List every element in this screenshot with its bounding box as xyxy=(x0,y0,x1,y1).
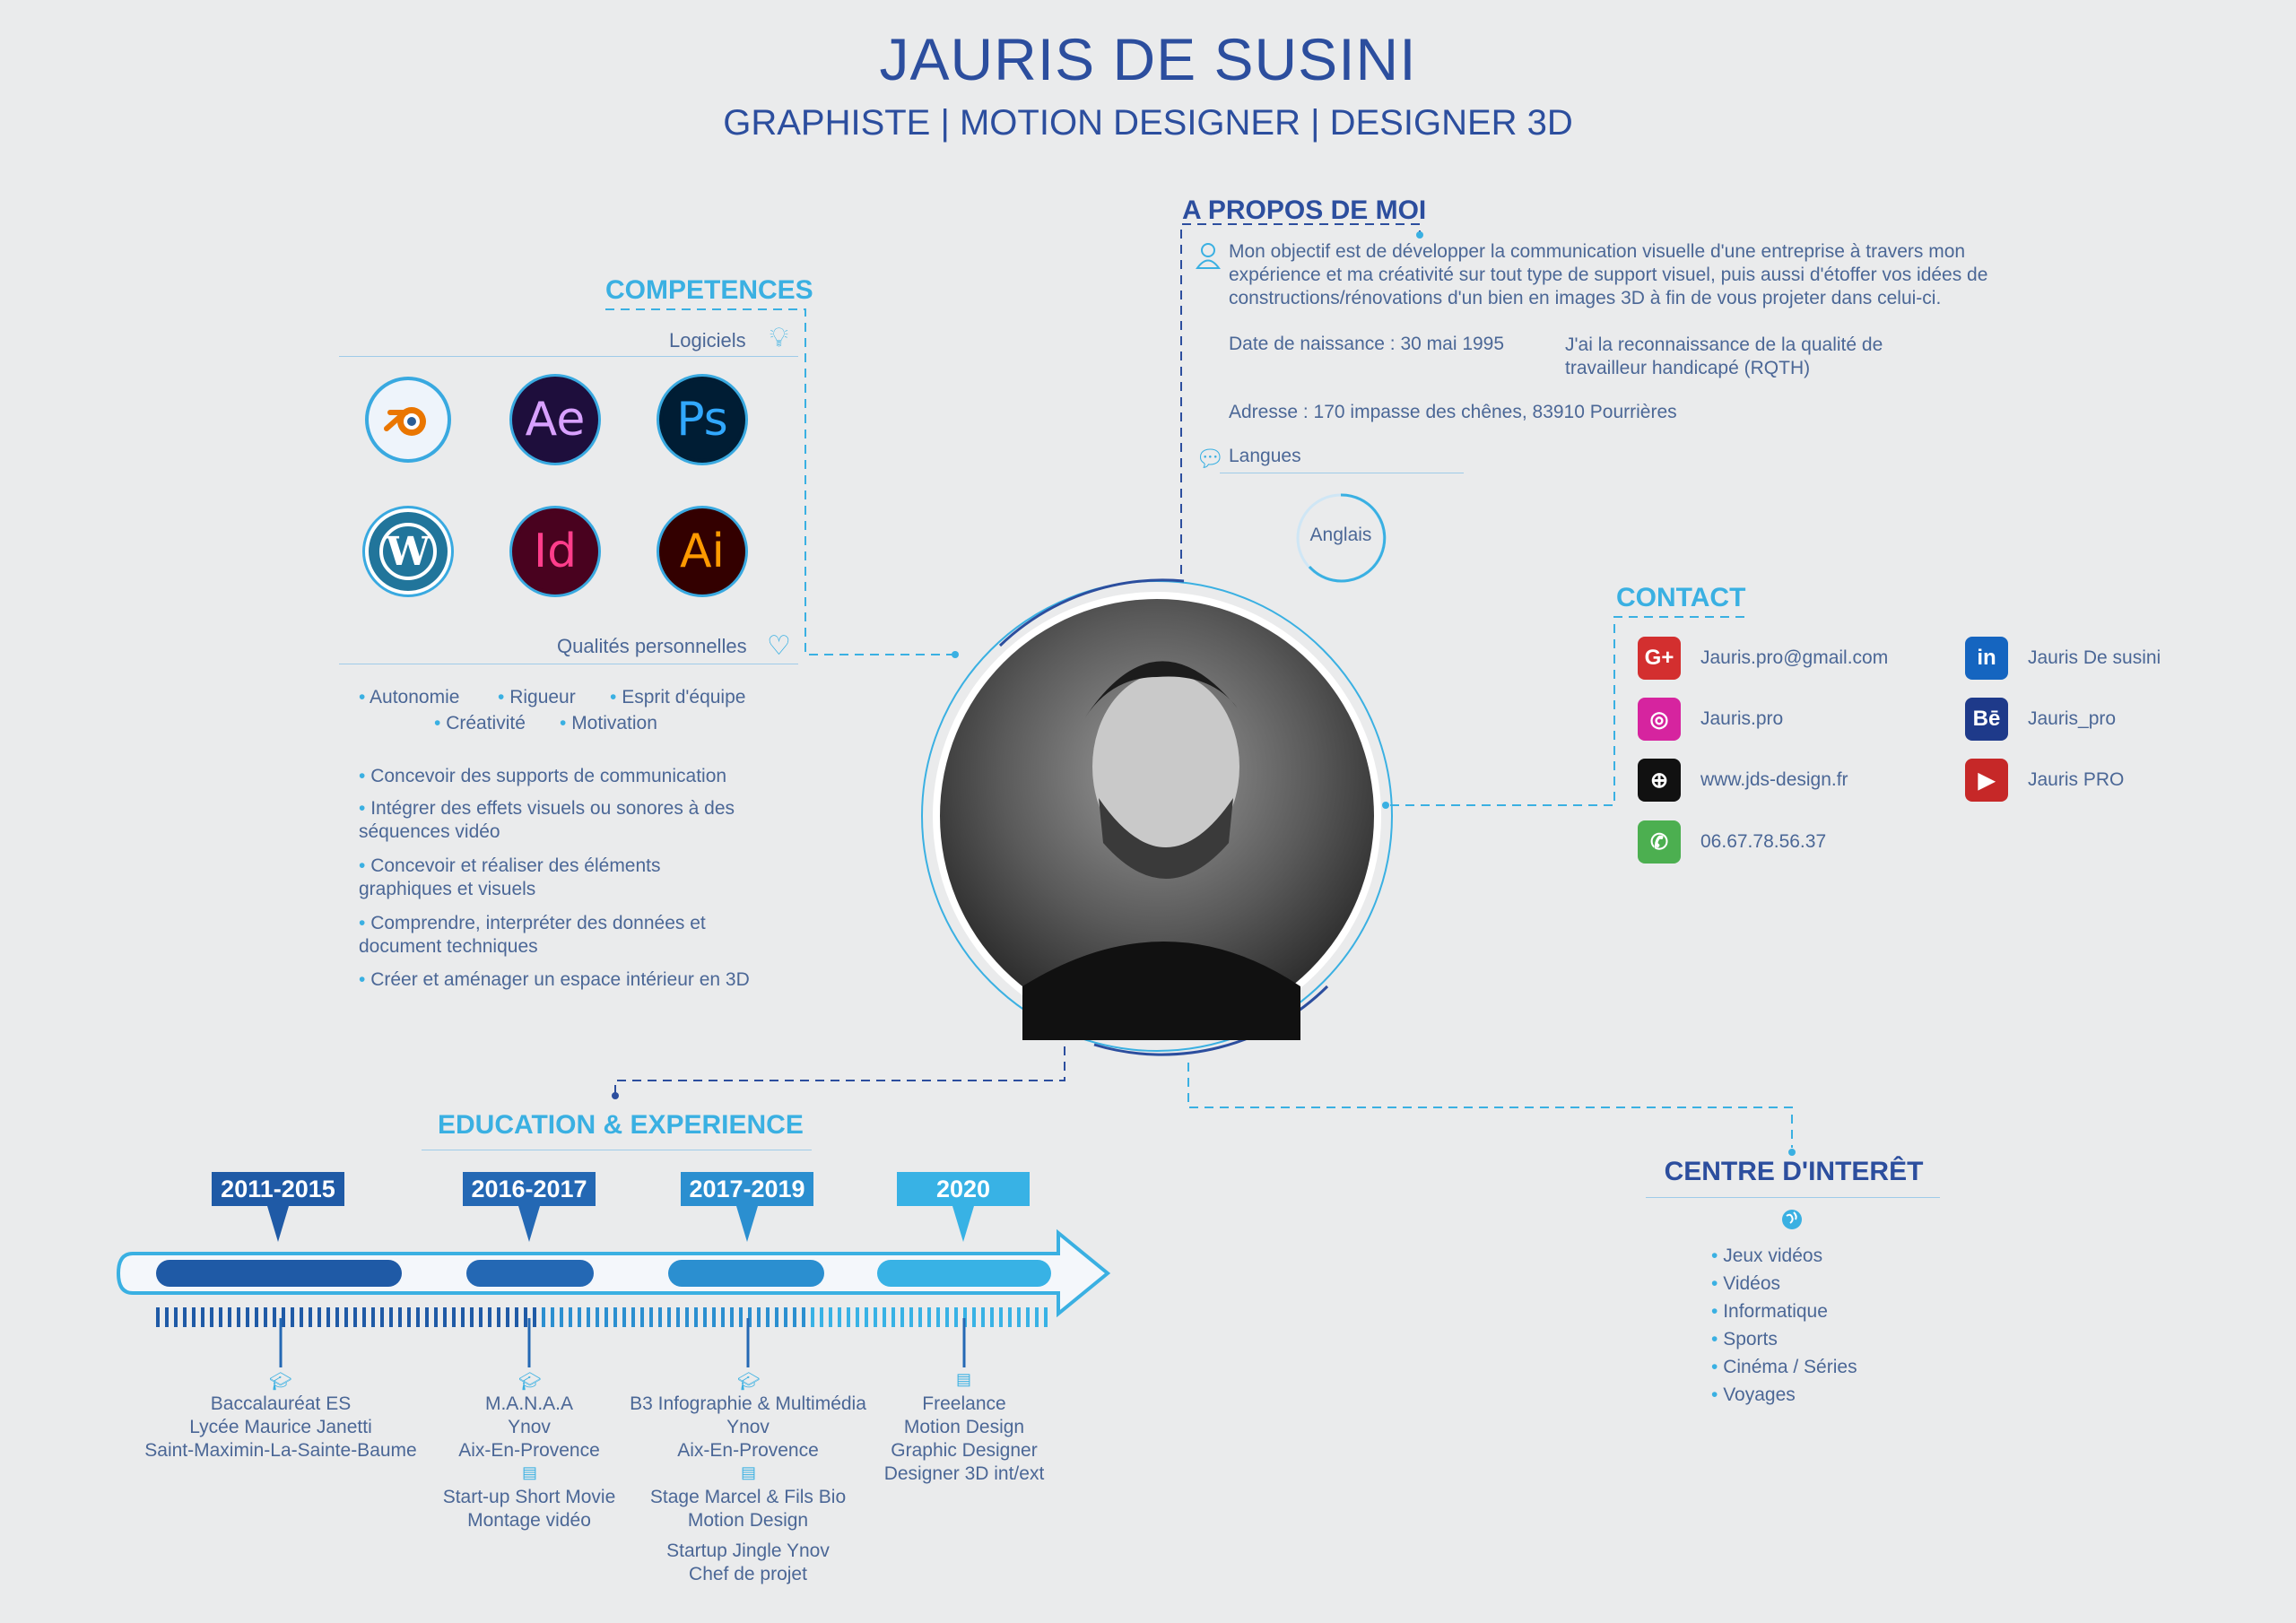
after-effects-icon: Ae xyxy=(512,377,598,463)
about-title: A PROPOS DE MOI xyxy=(1182,195,1427,225)
google-plus-icon[interactable]: G+ xyxy=(1638,637,1681,680)
year-label: 2011-2015 xyxy=(212,1172,344,1206)
skill-item: Créer et aménager un espace intérieur en… xyxy=(359,968,789,992)
page-subtitle: GRAPHISTE | MOTION DESIGNER | DESIGNER 3… xyxy=(723,103,1573,143)
year-label: 2020 xyxy=(897,1172,1030,1206)
timeline-bar xyxy=(877,1260,1051,1287)
rqth-text: J'ai la reconnaissance de la qualité de … xyxy=(1565,334,1883,378)
birth-date: Date de naissance : 30 mai 1995 xyxy=(1229,334,1505,354)
qualite-item: Autonomie xyxy=(359,686,459,709)
wordpress-icon: W xyxy=(365,508,451,595)
timeline-bar xyxy=(668,1260,824,1287)
year-label: 2017-2019 xyxy=(681,1172,813,1206)
lightbulb-icon: 💡︎ xyxy=(770,323,788,352)
globe-icon xyxy=(1781,1209,1803,1230)
graduation-cap-icon: 🎓︎ xyxy=(737,1372,761,1392)
interests-title: CENTRE D'INTERÊT xyxy=(1664,1157,1924,1186)
skill-item: Concevoir et réaliser des éléments graph… xyxy=(359,855,718,901)
qualite-item: Créativité xyxy=(434,712,526,735)
skill-item: Intégrer des effets visuels ou sonores à… xyxy=(359,797,771,844)
page-title: JAURIS DE SUSINI xyxy=(879,26,1417,92)
instagram-icon[interactable]: ◎ xyxy=(1638,698,1681,741)
indesign-icon: Id xyxy=(512,508,598,595)
illustrator-icon: Ai xyxy=(659,508,745,595)
svg-text:W: W xyxy=(385,529,430,575)
contact-phone[interactable]: 06.67.78.56.37 xyxy=(1700,831,1827,852)
logiciels-label: Logiciels xyxy=(669,329,746,352)
language-circle xyxy=(1296,493,1387,583)
photoshop-icon: Ps xyxy=(659,377,745,463)
globe-icon[interactable]: ⊕ xyxy=(1638,759,1681,802)
education-title: EDUCATION & EXPERIENCE xyxy=(438,1110,804,1140)
skill-item: Concevoir des supports de communication xyxy=(359,765,771,788)
interest-item: Voyages xyxy=(1711,1384,1796,1407)
langues-label: Langues xyxy=(1229,446,1301,466)
interest-item: Vidéos xyxy=(1711,1272,1780,1296)
youtube-icon[interactable]: ▶ xyxy=(1965,759,2008,802)
contact-email[interactable]: Jauris.pro@gmail.com xyxy=(1700,647,1889,668)
document-icon: ▤ xyxy=(741,1463,757,1481)
interest-item: Sports xyxy=(1711,1328,1778,1351)
qualites-label: Qualités personnelles xyxy=(557,635,747,657)
language-label: Anglais xyxy=(1309,525,1372,545)
behance-icon[interactable]: Bē xyxy=(1965,698,2008,741)
qualite-item: Rigueur xyxy=(498,686,576,709)
document-icon: ▤ xyxy=(522,1463,538,1481)
year-label: 2016-2017 xyxy=(463,1172,596,1206)
divider xyxy=(339,356,798,357)
blender-icon xyxy=(365,377,451,463)
timeline-bar xyxy=(466,1260,594,1287)
contact-behance[interactable]: Jauris_pro xyxy=(2028,708,2117,729)
address: Adresse : 170 impasse des chênes, 83910 … xyxy=(1229,402,1677,422)
skill-item: Comprendre, interpréter des données et d… xyxy=(359,912,735,959)
qualite-item: Motivation xyxy=(560,712,657,735)
interest-item: Cinéma / Séries xyxy=(1711,1356,1857,1379)
heart-icon: ♡ xyxy=(767,631,791,661)
graduation-cap-icon: 🎓︎ xyxy=(518,1372,542,1392)
profile-photo-frame xyxy=(915,574,1399,1058)
divider xyxy=(1646,1197,1940,1198)
contact-youtube[interactable]: Jauris PRO xyxy=(2028,769,2125,790)
contact-website[interactable]: www.jds-design.fr xyxy=(1700,769,1848,790)
contact-instagram[interactable]: Jauris.pro xyxy=(1700,708,1784,729)
contact-title: CONTACT xyxy=(1616,583,1746,612)
about-text: Mon objectif est de développer la commun… xyxy=(1229,241,1988,308)
document-icon: ▤ xyxy=(956,1370,972,1388)
graduation-cap-icon: 🎓︎ xyxy=(269,1372,292,1392)
interest-item: Informatique xyxy=(1711,1300,1828,1324)
chat-icon: 💬︎ xyxy=(1196,445,1226,472)
linkedin-icon[interactable]: in xyxy=(1965,637,2008,680)
qualite-item: Esprit d'équipe xyxy=(610,686,745,709)
user-icon xyxy=(1196,242,1221,269)
interest-item: Jeux vidéos xyxy=(1711,1245,1822,1268)
timeline-bar xyxy=(156,1260,402,1287)
contact-linkedin[interactable]: Jauris De susini xyxy=(2028,647,2161,668)
phone-icon[interactable]: ✆ xyxy=(1638,820,1681,864)
competences-title: COMPETENCES xyxy=(605,275,813,305)
